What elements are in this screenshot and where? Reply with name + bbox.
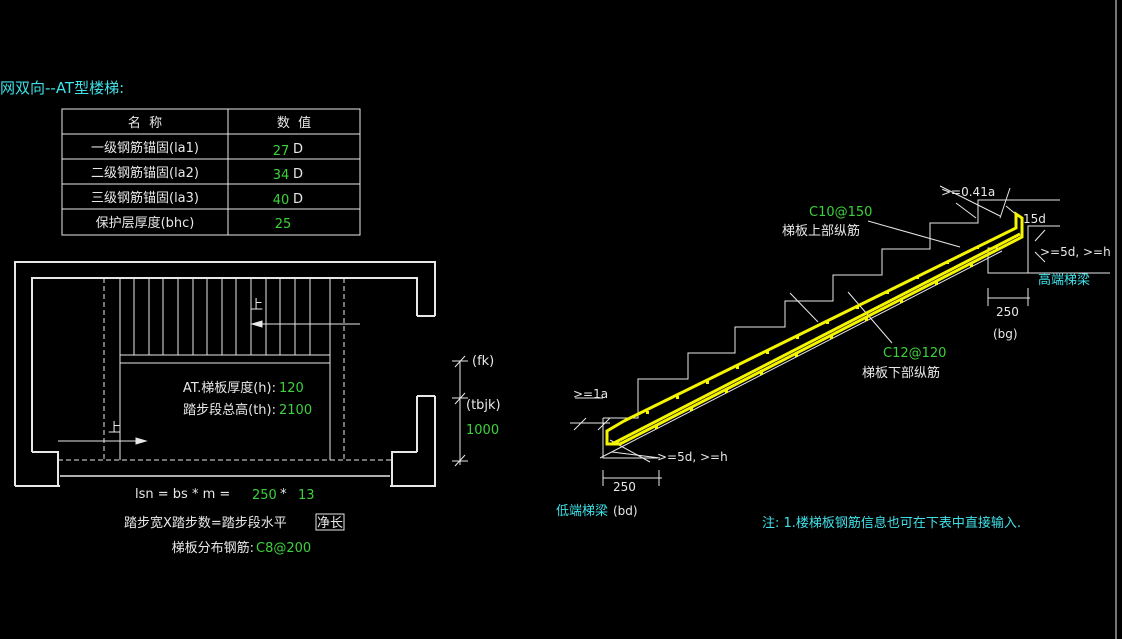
- bhc-value-field[interactable]: 25: [275, 217, 292, 232]
- plan-up-label-2: 上: [108, 421, 121, 436]
- plan-up-label-1: 上: [250, 298, 263, 313]
- la3-unit: D: [293, 192, 303, 207]
- low-beam-label: 低端梯梁: [556, 504, 608, 519]
- high-beam-label: 高端梯梁: [1038, 272, 1090, 288]
- fk-label: (fk): [472, 354, 494, 369]
- row-name-la2: 二级钢筋锚固(la2): [91, 165, 199, 181]
- low-beam-code: (bd): [613, 504, 638, 518]
- formula-description: 踏步宽X踏步数=踏步段水平: [124, 515, 287, 531]
- thickness-label: AT.梯板厚度(h):: [183, 380, 276, 396]
- net-length-box[interactable]: [315, 513, 345, 531]
- high-beam-code: (bg): [993, 327, 1018, 341]
- stair-section-view: [570, 185, 1110, 486]
- lower-rebar-label: 梯板下部纵筋: [862, 365, 940, 381]
- stair-plan-view: [14, 261, 436, 487]
- row-name-bhc: 保护层厚度(bhc): [96, 215, 195, 231]
- high-beam-width: 250: [996, 305, 1019, 319]
- distribution-label: 梯板分布钢筋:: [172, 540, 254, 556]
- tbjk-label: (tbjk): [466, 398, 501, 413]
- formula-mult: *: [276, 487, 291, 502]
- formula-prefix: lsn = bs * m =: [135, 487, 234, 502]
- table-header-name: 名 称: [128, 115, 162, 131]
- lower-rebar-field[interactable]: C12@120: [883, 346, 946, 361]
- thickness-field[interactable]: 120: [279, 381, 304, 396]
- la1-value-field[interactable]: 27: [273, 144, 290, 159]
- table-header-value: 数 值: [277, 115, 311, 131]
- upper-rebar-field[interactable]: C10@150: [809, 205, 872, 220]
- la2-value-field[interactable]: 34: [273, 168, 290, 183]
- hook-15d-label: 15d: [1023, 212, 1046, 226]
- distribution-field[interactable]: C8@200: [256, 541, 311, 556]
- params-table: [61, 108, 361, 236]
- tbjk-field[interactable]: 1000: [466, 423, 499, 438]
- upper-rebar-label: 梯板上部纵筋: [782, 223, 860, 239]
- rebar-drawing: [605, 211, 1024, 446]
- bs-field[interactable]: 250: [252, 488, 277, 503]
- anchor-top-label: >=0.41a: [941, 185, 995, 199]
- height-field[interactable]: 2100: [279, 403, 312, 418]
- anchor-low-label: >=5d, >=h: [657, 450, 728, 464]
- anchor-low-top-label: >=1a: [573, 387, 608, 401]
- note-text: 注: 1.楼梯板钢筋信息也可在下表中直接输入.: [762, 515, 1021, 531]
- low-beam-width: 250: [613, 480, 636, 494]
- drawing-title: 网双向--AT型楼梯:: [0, 79, 124, 97]
- row-name-la3: 三级钢筋锚固(la3): [91, 190, 199, 206]
- plan-inner-lines: [58, 278, 468, 467]
- formula-description-box-text: 净长: [317, 516, 343, 531]
- la3-value-field[interactable]: 40: [273, 193, 290, 208]
- row-name-la1: 一级钢筋锚固(la1): [91, 140, 199, 156]
- la2-unit: D: [293, 167, 303, 182]
- rebar-distribution-dots: [646, 246, 979, 429]
- height-label: 踏步段总高(th):: [183, 402, 276, 418]
- la1-unit: D: [293, 142, 303, 157]
- m-field[interactable]: 13: [298, 488, 315, 503]
- anchor-high-label: >=5d, >=h: [1040, 245, 1111, 259]
